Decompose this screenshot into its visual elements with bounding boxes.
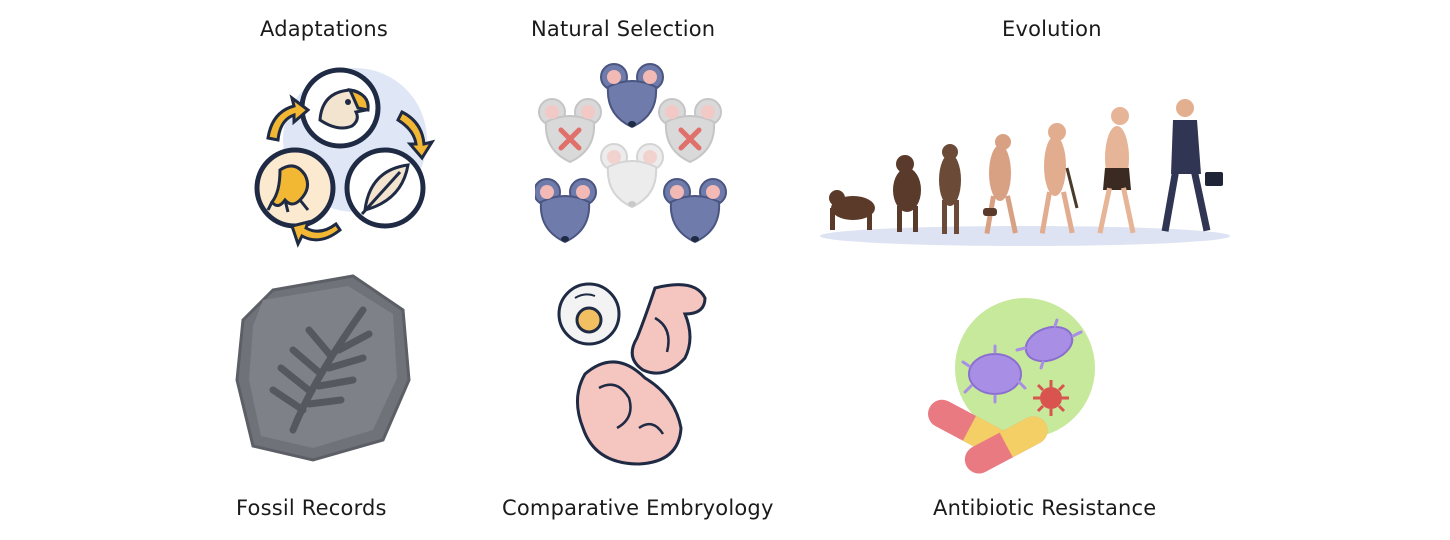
cycle-arrow-icon (266, 94, 436, 248)
fossil-records-illustration (233, 270, 413, 465)
label-evolution: Evolution (1002, 17, 1102, 41)
eagle-head-icon (299, 67, 381, 149)
natural-selection-illustration (535, 62, 735, 252)
evolution-illustration (815, 88, 1235, 258)
label-comparative-embryology: Comparative Embryology (502, 496, 774, 520)
survivor-mouse-icon (600, 143, 664, 208)
antibiotic-resistance-illustration (925, 296, 1105, 476)
label-antibiotic-resistance: Antibiotic Resistance (933, 496, 1157, 520)
virus-icon (1033, 380, 1069, 416)
eagle-claw-icon (254, 147, 336, 229)
eliminated-mouse-icon (658, 98, 722, 163)
label-adaptations: Adaptations (260, 17, 388, 41)
mouse-icon (600, 63, 664, 128)
feather-icon (344, 147, 426, 229)
eliminated-mouse-icon (538, 98, 602, 163)
mouse-icon (663, 178, 727, 243)
adaptations-illustration (250, 60, 440, 250)
capsule-pill-icon (928, 399, 1048, 474)
fetus-icon (576, 360, 683, 466)
bacteria-icon (968, 325, 1074, 395)
early-embryo-icon (630, 283, 707, 375)
label-natural-selection: Natural Selection (531, 17, 716, 41)
human-evolution-march-icon (820, 99, 1230, 246)
comparative-embryology-illustration (555, 278, 715, 468)
fern-fossil-icon (235, 274, 411, 462)
label-fossil-records: Fossil Records (236, 496, 387, 520)
egg-cell-icon (557, 282, 621, 346)
mouse-icon (535, 178, 597, 243)
